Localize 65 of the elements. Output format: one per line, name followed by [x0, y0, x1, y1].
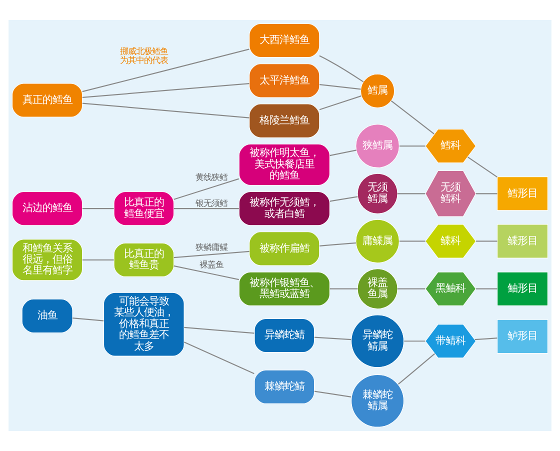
node-circle: 异鳞蛇鲭属: [351, 314, 404, 368]
connector: [72, 318, 104, 322]
node-box: 大西洋鳕鱼: [249, 23, 320, 58]
node-box: 鲽形目: [497, 224, 548, 258]
connector: [82, 208, 114, 210]
node-circle: 棘鳞蛇鲭属: [351, 374, 404, 428]
connector: [476, 288, 498, 290]
connector: [184, 326, 254, 334]
node-box: 鲉形目: [497, 272, 548, 306]
node-box: 比真正的鳕鱼便宜: [114, 191, 174, 226]
connector: [390, 100, 434, 134]
node-box: 和鳕鱼关系很远，但俗名里有鳕字: [12, 239, 83, 281]
connector: [330, 288, 358, 290]
edge-label: 裸盖鱼: [200, 260, 224, 270]
connector: [398, 193, 426, 194]
edge-label: 银无须鳕: [196, 198, 228, 208]
edge-label: 挪威北极鳕鱼为其中的代表: [120, 46, 168, 66]
connector: [476, 193, 498, 194]
connector: [398, 353, 436, 385]
node-box: 鲈形目: [497, 319, 548, 354]
connector: [404, 340, 426, 342]
edge-label: 狭鳞庸鲽: [196, 242, 228, 252]
connector: [399, 145, 426, 147]
connector: [330, 196, 358, 202]
node-box: 异鳞蛇鲭: [254, 318, 315, 353]
node-circle: 裸盖鱼属: [357, 268, 398, 310]
node-box: 油鱼: [22, 298, 73, 333]
node-circle: 狭鳕属: [356, 124, 400, 168]
connector: [174, 250, 250, 258]
connector: [399, 240, 426, 242]
node-box: 沾边的鳕鱼: [12, 191, 83, 226]
connector: [82, 102, 250, 118]
connector: [82, 259, 114, 260]
connector: [314, 390, 352, 398]
node-box: 被称作无须鳕，或者白鳕: [238, 191, 330, 226]
node-circle: 鳕属: [360, 74, 395, 108]
node-box: 比真正的鳕鱼贵: [114, 242, 174, 277]
connector: [474, 338, 498, 340]
node-box: 太平洋鳕鱼: [249, 64, 320, 98]
node-box: 被称作明太鱼，美式快餐店里的鳕鱼: [238, 144, 330, 186]
node-box: 被称作扁鳕: [249, 232, 320, 266]
node-circle: 无须鳕属: [357, 173, 398, 214]
node-box: 棘鳞蛇鲭: [254, 370, 315, 404]
connector: [476, 240, 498, 242]
node-box: 被称作银鳕鱼、黑鳕或蓝鳕: [238, 272, 330, 306]
connector: [174, 208, 239, 210]
node-box: 真正的鳕鱼: [12, 83, 83, 118]
node-box: 格陵兰鳕鱼: [249, 104, 320, 138]
connector: [319, 55, 364, 82]
connector: [320, 84, 361, 90]
connector: [184, 342, 254, 374]
edge-label: 黄线狭鳕: [196, 172, 228, 182]
connector: [174, 265, 239, 280]
connector: [82, 82, 250, 98]
node-circle: 庸鲽属: [356, 219, 400, 264]
connector: [314, 336, 352, 340]
node-box: 可能会导致某些人便油，价格和真正的鳕鱼差不太多: [104, 292, 184, 356]
connector: [82, 48, 250, 92]
node-box: 鳕形目: [497, 176, 548, 211]
connector: [467, 156, 498, 178]
connector: [319, 95, 362, 110]
connector: [174, 178, 240, 200]
connector: [320, 242, 356, 246]
connector: [398, 288, 426, 290]
connector: [330, 150, 356, 156]
